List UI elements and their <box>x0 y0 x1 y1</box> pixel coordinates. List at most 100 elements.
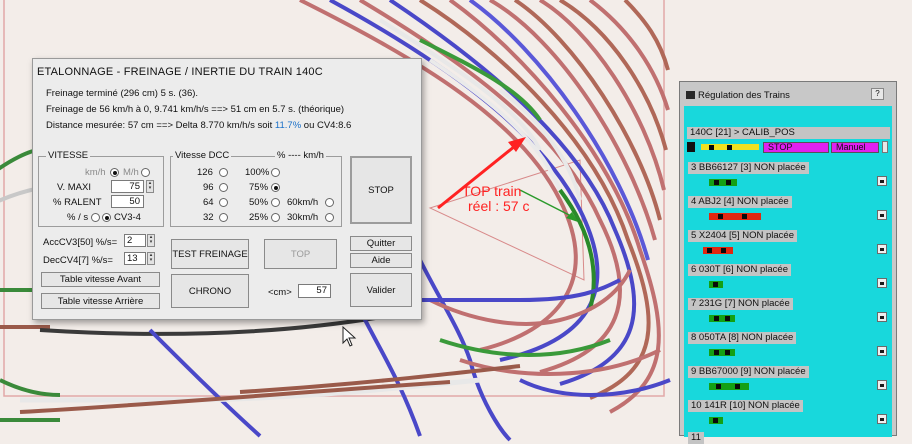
mh-radio[interactable] <box>141 168 150 177</box>
stop-button[interactable]: STOP <box>350 156 412 224</box>
dec-cv4-field[interactable]: 13 <box>124 252 146 265</box>
ralent-field[interactable]: 50 <box>111 195 144 208</box>
dcc-percent-75: 75% <box>249 182 269 193</box>
dcc-percent-50: 50% <box>249 197 269 208</box>
active-train-stop-button[interactable]: STOP <box>763 142 829 153</box>
dcc-96-radio[interactable] <box>219 183 228 192</box>
train-status-bar <box>709 281 723 288</box>
train-row[interactable]: 5 X2404 [5] NON placée <box>687 230 888 260</box>
train-label: 6 030T [6] NON placée <box>688 264 791 276</box>
window-app-icon <box>686 91 695 99</box>
train-action-button[interactable] <box>877 176 887 186</box>
table-vitesse-arriere-button[interactable]: Table vitesse Arrière <box>41 293 160 309</box>
train-action-button[interactable] <box>877 312 887 322</box>
ralent-label: % RALENT <box>53 197 102 208</box>
train-row[interactable]: 10 141R [10] NON placée <box>687 400 888 430</box>
active-train-scroll-button[interactable] <box>882 141 888 153</box>
cv34-radio[interactable] <box>102 213 111 222</box>
dcc-step-64: 64 <box>203 197 214 208</box>
train-action-button[interactable] <box>877 244 887 254</box>
vitesse-group-label: VITESSE <box>46 150 91 161</box>
train-label: 11 <box>688 432 704 444</box>
vmaxi-field[interactable]: 75 <box>111 180 144 193</box>
kmh-60-label: 60km/h <box>287 197 319 208</box>
kmh-30-radio[interactable] <box>325 213 334 222</box>
train-status-bar <box>703 247 733 254</box>
chrono-button[interactable]: CHRONO <box>171 274 249 308</box>
calibration-dialog: ETALONNAGE - FREINAGE / INERTIE DU TRAIN… <box>32 58 422 320</box>
dcc-speed-group: Vitesse DCC % ---- km/h <box>170 150 342 227</box>
dcc-group-label: Vitesse DCC <box>173 150 232 161</box>
active-train-label: 140C [21] > CALIB_POS <box>687 127 890 139</box>
active-train-mode-button[interactable]: Manuel <box>831 142 879 153</box>
percent-75-radio[interactable] <box>271 183 280 192</box>
train-row[interactable]: 6 030T [6] NON placée <box>687 264 888 294</box>
train-row[interactable]: 3 BB66127 [3] NON placée <box>687 162 888 192</box>
cv34-label: CV3-4 <box>114 212 141 223</box>
dcc-percent-25: 25% <box>249 212 269 223</box>
measured-distance-suffix: ou CV4:8.6 <box>301 120 352 131</box>
percent-50-radio[interactable] <box>271 198 280 207</box>
cm-field[interactable]: 57 <box>298 284 331 298</box>
train-label: 9 BB67000 [9] NON placée <box>688 366 809 378</box>
info-braking-done: Freinage terminé (296 cm) 5 s. (36). <box>46 88 199 99</box>
train-row[interactable]: 7 231G [7] NON placée <box>687 298 888 328</box>
train-row[interactable]: 8 050TA [8] NON placée <box>687 332 888 362</box>
train-row[interactable]: 4 ABJ2 [4] NON placée <box>687 196 888 226</box>
train-regulation-panel: Régulation des Trains ? 140C [21] > CALI… <box>679 81 897 444</box>
cm-label: <cm> <box>268 287 292 298</box>
dcc-32-radio[interactable] <box>219 213 228 222</box>
train-status-bar <box>709 213 761 220</box>
vmaxi-spinner[interactable]: ▴▾ <box>146 180 154 193</box>
kmh-60-radio[interactable] <box>325 198 334 207</box>
acc-cv3-label: AccCV3[50] %/s= <box>43 237 118 248</box>
train-row-active[interactable]: 140C [21] > CALIB_POS STOP Manuel <box>687 127 890 157</box>
train-label: 4 ABJ2 [4] NON placée <box>688 196 792 208</box>
aide-button[interactable]: Aide <box>350 253 412 268</box>
top-train-annotation: TOP train <box>462 183 522 199</box>
train-label: 5 X2404 [5] NON placée <box>688 230 797 242</box>
info-measured-distance: Distance mesurée: 57 cm ==> Delta 8.770 … <box>46 120 351 131</box>
top-train-annotation-distance: réel : 57 c <box>468 198 530 214</box>
dec-cv4-spinner[interactable]: ▴▾ <box>147 252 155 265</box>
mh-label: M/h <box>123 167 139 178</box>
info-braking-theory: Freinage de 56 km/h à 0, 9.741 km/h/s ==… <box>46 104 345 115</box>
train-action-button[interactable] <box>877 414 887 424</box>
valider-button[interactable]: Valider <box>350 273 412 307</box>
train-action-button[interactable] <box>877 210 887 220</box>
train-action-button[interactable] <box>877 346 887 356</box>
train-action-button[interactable] <box>877 380 887 390</box>
panel-title: Régulation des Trains <box>698 90 790 101</box>
dcc-64-radio[interactable] <box>219 198 228 207</box>
train-action-button[interactable] <box>877 278 887 288</box>
percent-25-radio[interactable] <box>271 213 280 222</box>
kmh-radio[interactable] <box>110 168 119 177</box>
dec-cv4-label: DecCV4[7] %/s= <box>43 255 113 266</box>
train-label: 3 BB66127 [3] NON placée <box>688 162 809 174</box>
quitter-button[interactable]: Quitter <box>350 236 412 251</box>
train-list: 140C [21] > CALIB_POS STOP Manuel 3 BB66… <box>684 106 892 444</box>
train-status-bar <box>709 349 735 356</box>
help-button[interactable]: ? <box>871 88 884 100</box>
delta-percent: 11.7% <box>274 120 302 131</box>
dcc-percent-100: 100% <box>245 167 270 178</box>
train-camera-icon <box>687 142 695 152</box>
acc-cv3-spinner[interactable]: ▴▾ <box>147 234 155 247</box>
kmh-30-label: 30km/h <box>287 212 319 223</box>
train-status-bar <box>709 315 735 322</box>
pct-per-s-label: % / s <box>67 212 89 223</box>
test-freinage-button[interactable]: TEST FREINAGE <box>171 239 249 269</box>
top-button[interactable]: TOP <box>264 239 337 269</box>
measured-distance-prefix: Distance mesurée: 57 cm ==> Delta 8.770 … <box>46 120 275 131</box>
train-label: 7 231G [7] NON placée <box>688 298 793 310</box>
dcc-126-radio[interactable] <box>219 168 228 177</box>
dialog-title: ETALONNAGE - FREINAGE / INERTIE DU TRAIN… <box>37 66 323 78</box>
train-row[interactable]: 11 <box>687 432 888 444</box>
train-row[interactable]: 9 BB67000 [9] NON placée <box>687 366 888 396</box>
table-vitesse-avant-button[interactable]: Table vitesse Avant <box>41 272 160 287</box>
pct-per-s-radio[interactable] <box>91 213 100 222</box>
percent-100-radio[interactable] <box>271 168 280 177</box>
train-status-bar <box>709 383 749 390</box>
train-status-bar <box>709 179 737 186</box>
acc-cv3-field[interactable]: 2 <box>124 234 146 247</box>
